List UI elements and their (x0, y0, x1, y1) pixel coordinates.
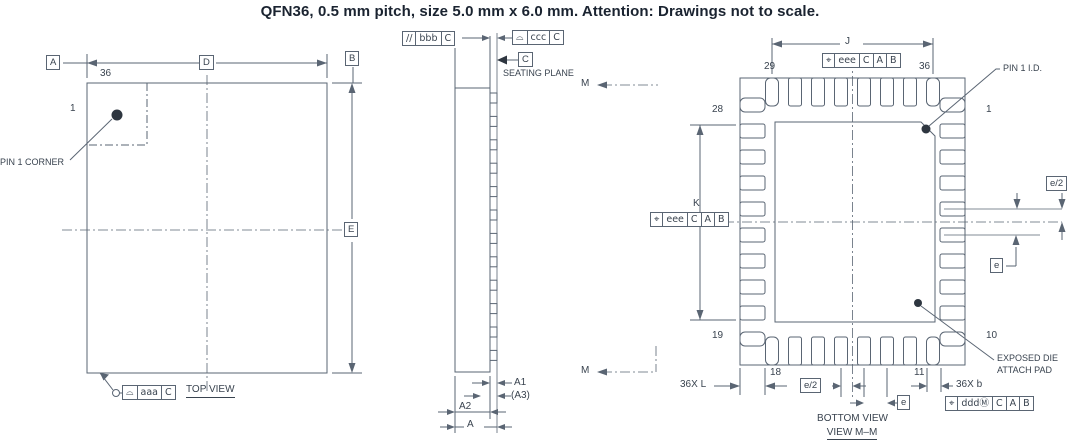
pin-18-label: 18 (770, 367, 782, 378)
pin-29-label: 29 (764, 61, 776, 72)
dim-a2-label: A2 (459, 401, 472, 412)
dim-d-label: D (199, 55, 214, 70)
pin1-id-label: PIN 1 I.D. (1003, 63, 1043, 73)
ddd-tolerance-cell: dddⓂ (957, 396, 993, 411)
position-symbol-icon: ⌖ (822, 53, 836, 68)
dim-j-label: J (845, 36, 850, 47)
pin-1-label-bottom-view: 1 (986, 104, 992, 115)
view-m-m-label: VIEW M–M (826, 427, 878, 440)
bottom-view-label: BOTTOM VIEW (817, 413, 888, 424)
parallelism-symbol-icon: // (402, 31, 417, 46)
pin-1-label-top-view: 1 (70, 103, 76, 114)
exposed-pad-label-line1: EXPOSED DIE (997, 353, 1059, 363)
mmc-modifier-icon: Ⓜ (979, 398, 989, 409)
pin1-corner-label: PIN 1 CORNER (0, 157, 65, 167)
drawing-title: QFN36, 0.5 mm pitch, size 5.0 mm x 6.0 m… (260, 3, 820, 20)
dim-e-label-right: e (990, 258, 1004, 273)
datum-b-flag: B (345, 51, 360, 66)
profile-symbol-icon: ⌓ (512, 30, 528, 45)
dim-36x-b-label: 36X b (956, 379, 983, 390)
dim-e-half-label-right: e/2 (1046, 176, 1068, 191)
seating-plane-label: SEATING PLANE (503, 68, 574, 78)
pin-10-label: 10 (986, 330, 998, 341)
pin-36-label-top-view: 36 (100, 68, 112, 79)
exposed-pad-label-line2: ATTACH PAD (997, 365, 1053, 375)
dim-e-half-label-bottom: e/2 (800, 378, 822, 393)
dim-a3-label: (A3) (511, 390, 530, 401)
dim-36x-l-label: 36X L (680, 379, 707, 390)
dim-e-label: E (344, 222, 359, 237)
pin-11-label: 11 (914, 367, 925, 378)
section-m-label-top: M (581, 78, 590, 89)
datum-c-flag: C (518, 52, 533, 67)
section-m-label-bottom: M (581, 365, 590, 376)
dim-a1-label: A1 (514, 377, 527, 388)
top-view-label: TOP VIEW (186, 384, 235, 398)
datum-a-flag: A (46, 55, 61, 70)
profile-symbol-icon: ⌓ (122, 385, 138, 400)
dim-e-label-bottom: e (897, 395, 911, 410)
position-symbol-icon: ⌖ (650, 212, 664, 227)
dim-a-label: A (467, 419, 474, 430)
pin-19-label: 19 (712, 330, 724, 341)
position-symbol-icon: ⌖ (945, 396, 959, 411)
dim-k-label: K (693, 198, 700, 209)
pin-28-label: 28 (712, 104, 724, 115)
pin-36-label-bottom-view: 36 (919, 61, 931, 72)
